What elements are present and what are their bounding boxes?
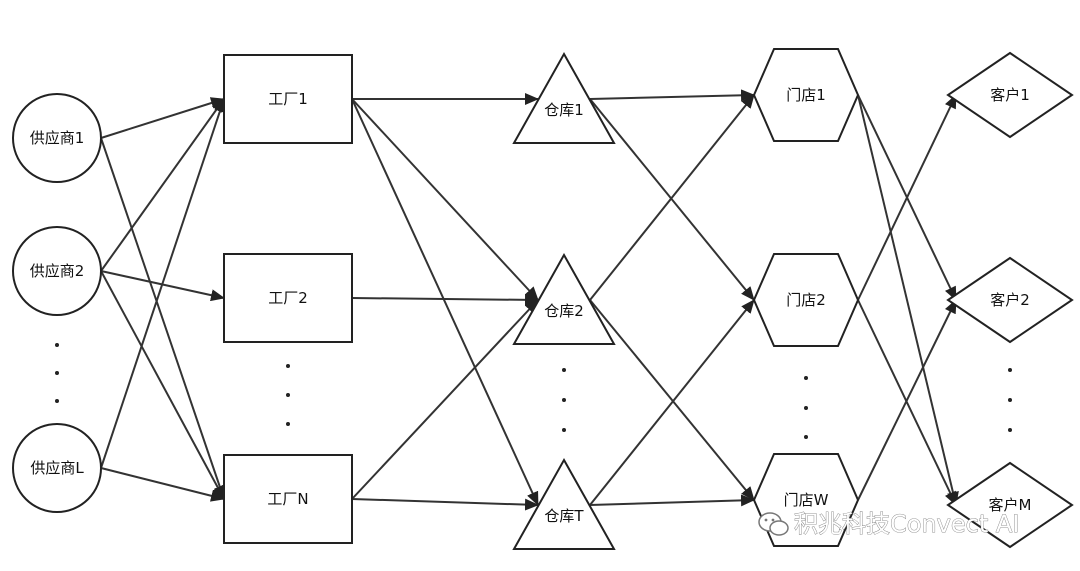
ellipsis-layer <box>55 343 1012 439</box>
node-c2: 客户2 <box>946 256 1074 344</box>
node-sL: 供应商L <box>12 423 102 513</box>
edge-st1-cM <box>857 94 959 506</box>
ellipsis-dot <box>286 422 290 426</box>
circle-shape <box>12 423 102 513</box>
node-label: 工厂1 <box>268 90 308 108</box>
edge-s1-f1 <box>100 97 225 139</box>
node-f2: 工厂2 <box>223 253 353 343</box>
ellipsis-dot <box>55 371 59 375</box>
ellipsis-dot <box>562 398 566 402</box>
ellipsis-dot <box>1008 398 1012 402</box>
node-c1: 客户1 <box>946 51 1074 139</box>
ellipsis-dot <box>55 343 59 347</box>
node-fN: 工厂N <box>223 454 353 544</box>
node-label: 客户2 <box>990 291 1030 309</box>
edge-w2-stW <box>589 299 755 501</box>
watermark: 积兆科技Convect AI <box>758 510 1020 538</box>
ellipsis-dot <box>286 393 290 397</box>
node-label: 门店1 <box>786 86 826 104</box>
node-wT: 仓库T <box>512 457 616 550</box>
ellipsis-dot <box>1008 428 1012 432</box>
node-s2: 供应商2 <box>12 226 102 316</box>
edge-w2-st1 <box>589 94 755 301</box>
edge-f2-w2 <box>351 293 539 306</box>
node-w1: 仓库1 <box>512 51 616 144</box>
node-w2: 仓库2 <box>512 252 616 345</box>
edge-sL-fN <box>100 467 225 502</box>
node-label: 供应商2 <box>30 262 85 280</box>
ellipsis-dot <box>562 428 566 432</box>
edge-w1-st1 <box>589 89 755 102</box>
node-label: 供应商L <box>30 459 84 477</box>
ellipsis-dot <box>562 368 566 372</box>
wechat-icon <box>758 512 789 536</box>
watermark-text: 积兆科技Convect AI <box>794 510 1019 538</box>
node-label: 门店W <box>784 491 829 509</box>
node-label: 仓库2 <box>544 302 584 320</box>
diamond-shape <box>946 461 1074 549</box>
triangle-shape <box>512 457 616 550</box>
triangle-shape <box>512 252 616 345</box>
edge-st2-c1 <box>857 94 957 301</box>
edge-fN-wT <box>351 498 539 511</box>
node-st2: 门店2 <box>752 253 860 347</box>
ellipsis-dot <box>1008 368 1012 372</box>
edge-wT-stW <box>589 494 755 507</box>
rect-shape <box>223 454 353 544</box>
node-f1: 工厂1 <box>223 54 353 144</box>
node-label: 工厂2 <box>268 289 308 307</box>
triangle-shape <box>512 51 616 144</box>
edge-s2-f1 <box>100 98 225 272</box>
ellipsis-dot <box>804 376 808 380</box>
ellipsis-dot <box>804 406 808 410</box>
circle-shape <box>12 93 102 183</box>
node-cM: 客户M <box>946 461 1074 549</box>
rect-shape <box>223 253 353 343</box>
node-label: 客户1 <box>990 86 1030 104</box>
node-label: 供应商1 <box>30 129 85 147</box>
hexagon-shape <box>752 48 860 142</box>
ellipsis-dot <box>55 399 59 403</box>
ellipsis-dot <box>286 364 290 368</box>
circle-shape <box>12 226 102 316</box>
edge-s1-fN <box>100 137 226 500</box>
node-label: 工厂N <box>267 490 308 508</box>
edge-st2-cM <box>857 299 957 506</box>
node-s1: 供应商1 <box>12 93 102 183</box>
edge-w1-st2 <box>589 98 755 301</box>
edge-f1-wT <box>351 98 539 506</box>
hexagon-shape <box>752 253 860 347</box>
nodes-layer: 供应商1 供应商2 供应商L 工厂1 工厂2 工厂N 仓库1 仓库2 仓库T 门店1 门店2 门店W 客… <box>12 48 1074 550</box>
edge-s2-fN <box>100 270 225 500</box>
edge-wT-st2 <box>589 299 755 506</box>
edge-f1-w2 <box>351 98 539 301</box>
edge-sL-f1 <box>100 98 226 469</box>
node-label: 仓库T <box>544 507 584 525</box>
ellipsis-dot <box>804 435 808 439</box>
edges-layer <box>100 89 959 511</box>
node-label: 仓库1 <box>544 101 584 119</box>
diamond-shape <box>946 256 1074 344</box>
edge-stW-c2 <box>857 299 957 501</box>
node-label: 门店2 <box>786 291 826 309</box>
node-st1: 门店1 <box>752 48 860 142</box>
edge-fN-w2 <box>351 299 539 500</box>
node-label: 客户M <box>989 496 1032 514</box>
diamond-shape <box>946 51 1074 139</box>
rect-shape <box>223 54 353 144</box>
